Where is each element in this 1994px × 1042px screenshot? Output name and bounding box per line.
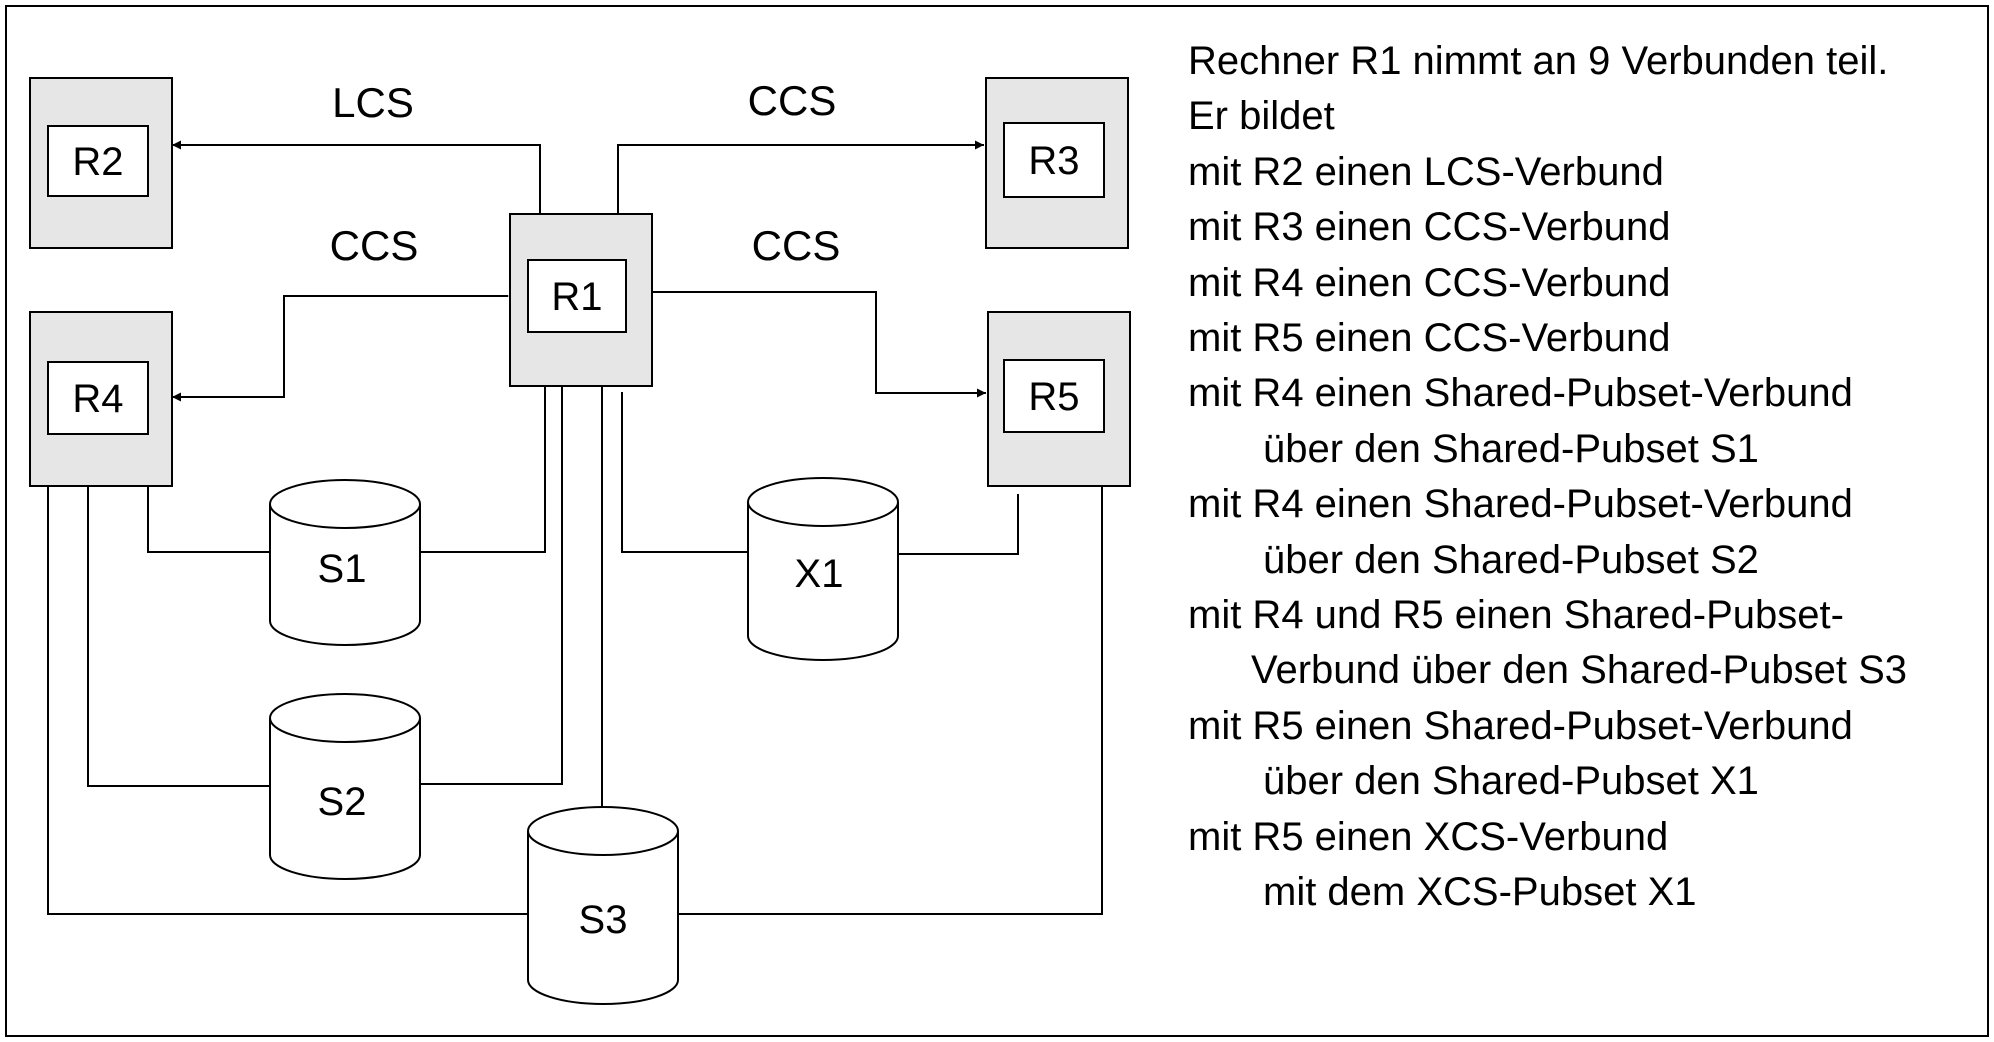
host-label-r4: R4 (72, 377, 123, 421)
host-r4: R4 (29, 311, 173, 487)
description-line: mit R4 einen Shared-Pubset-Verbund (1188, 482, 1853, 527)
description-line: mit dem XCS-Pubset X1 (1263, 870, 1697, 915)
edge-label-ccs-r4: CCS (330, 222, 419, 269)
line-r5-x1 (898, 494, 1019, 555)
line-r4-s2 (87, 486, 270, 787)
pubset-label-x1: X1 (795, 552, 844, 596)
coupling-arrows (172, 140, 986, 402)
description-line: mit R5 einen Shared-Pubset-Verbund (1188, 703, 1853, 748)
edge-label-ccs-r5: CCS (752, 222, 841, 269)
line-r4-s1 (147, 486, 270, 553)
pubset-s1: S1 (269, 479, 421, 646)
line-r1-s1 (420, 386, 546, 553)
arrow-r1-r2 (172, 140, 545, 223)
description-line: Verbund über den Shared-Pubset S3 (1251, 648, 1908, 693)
pubset-connection-lines (47, 386, 1103, 915)
description-line: über den Shared-Pubset S2 (1263, 537, 1759, 582)
pubset-x1: X1 (747, 477, 899, 661)
host-label-r5: R5 (1028, 375, 1079, 419)
description-line: mit R4 und R5 einen Shared-Pubset- (1188, 593, 1844, 638)
description-line: über den Shared-Pubset S1 (1263, 426, 1759, 471)
arrow-r1-r5 (644, 287, 986, 398)
arrow-r1-r3 (613, 140, 984, 223)
diagram-border (5, 5, 1989, 1037)
description-line: Er bildet (1188, 94, 1335, 139)
pubset-s3: S3 (527, 806, 679, 1005)
description-line: Rechner R1 nimmt an 9 Verbunden teil. (1188, 39, 1889, 83)
line-r5-s3 (678, 486, 1103, 915)
description-line: mit R4 einen Shared-Pubset-Verbund (1188, 371, 1853, 416)
pubset-label-s2: S2 (318, 780, 367, 824)
pubset-label-s1: S1 (318, 547, 367, 591)
pubset-s2: S2 (269, 693, 421, 880)
arrow-r1-r4 (172, 291, 517, 402)
host-r1: R1 (509, 213, 653, 387)
host-label-r2: R2 (72, 140, 123, 184)
line-r4-s3 (47, 486, 528, 915)
host-r2: R2 (29, 77, 173, 249)
description-line: über den Shared-Pubset X1 (1263, 759, 1759, 804)
host-label-r3: R3 (1028, 139, 1079, 183)
description-line: mit R5 einen XCS-Verbund (1188, 814, 1669, 859)
line-r1-s2 (420, 386, 563, 785)
host-label-r1: R1 (551, 275, 602, 319)
edge-label-ccs-r3: CCS (748, 77, 837, 124)
host-r3: R3 (985, 77, 1129, 249)
description-line: mit R2 einen LCS-Verbund (1188, 149, 1664, 194)
description-line: mit R3 einen CCS-Verbund (1188, 205, 1671, 250)
edge-label-lcs-r2: LCS (332, 79, 414, 126)
line-r1-x1 (621, 392, 748, 553)
description-text: Rechner R1 nimmt an 9 Verbunden teil. Er… (1188, 34, 1907, 921)
pubset-label-s3: S3 (579, 898, 628, 942)
description-line: mit R5 einen CCS-Verbund (1188, 316, 1671, 361)
description-line: mit R4 einen CCS-Verbund (1188, 260, 1671, 305)
host-r5: R5 (987, 311, 1131, 487)
